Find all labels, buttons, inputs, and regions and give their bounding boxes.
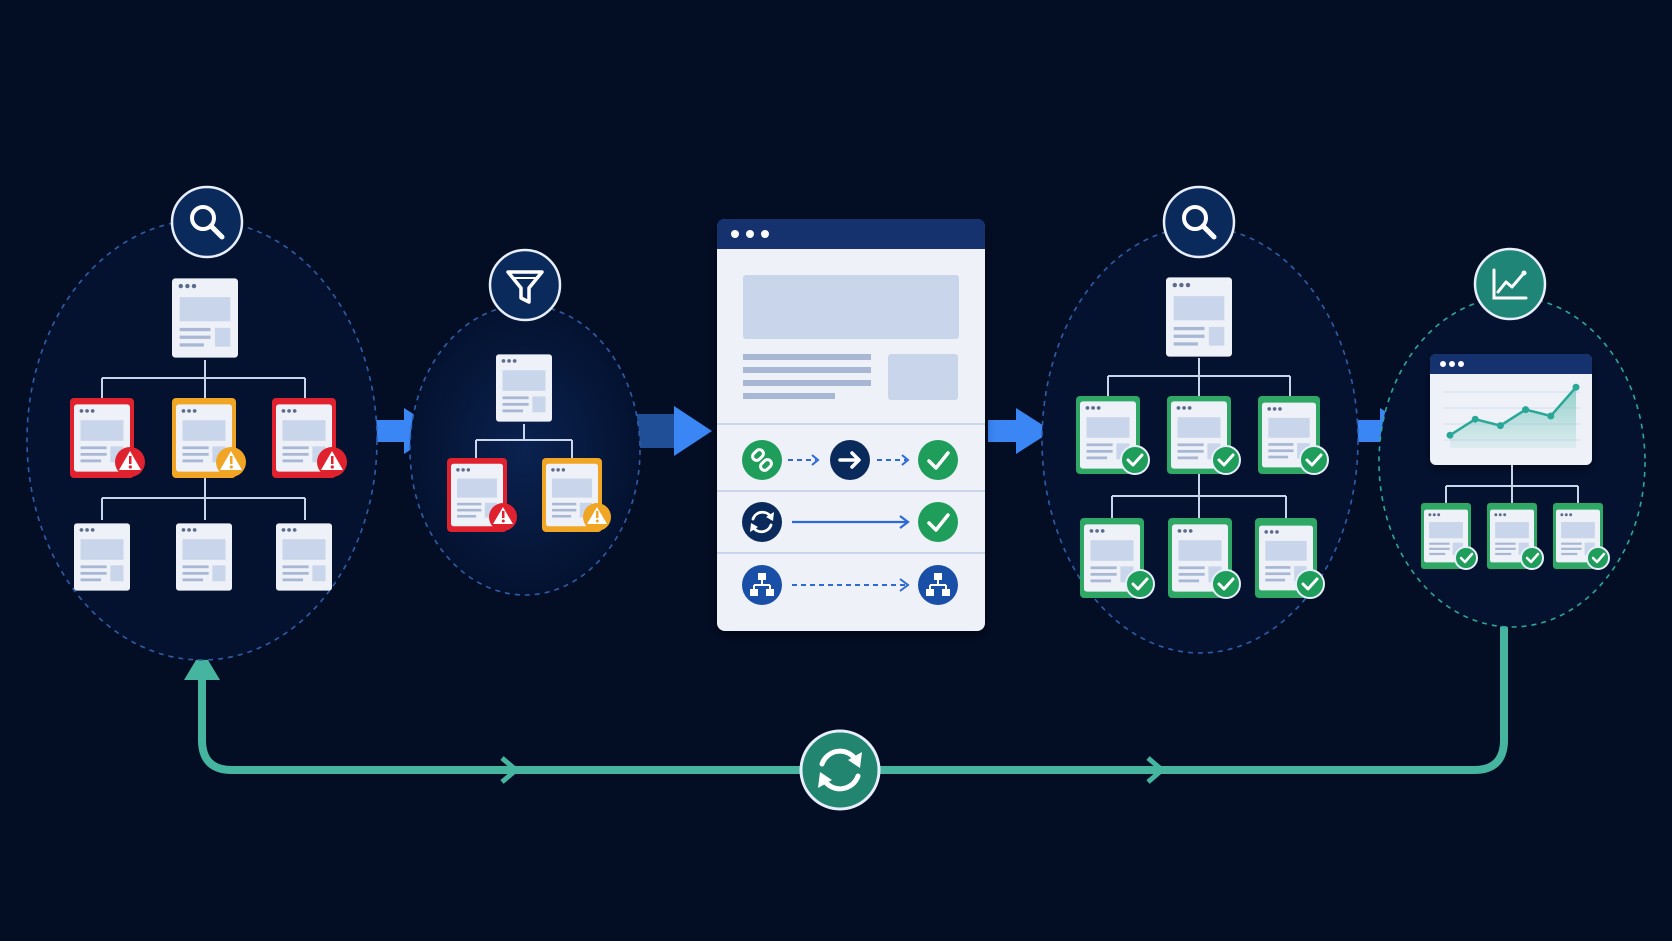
sitemap-icon <box>918 565 958 605</box>
chart-line <box>1449 386 1577 437</box>
feedback-loop <box>184 624 1508 811</box>
fix-row-link <box>742 440 958 480</box>
ok-check-icon <box>1520 546 1544 570</box>
image-placeholder <box>888 354 958 400</box>
ok-check-icon <box>1586 546 1610 570</box>
page <box>74 523 130 591</box>
loop-arrowhead-up <box>184 650 220 680</box>
ok-page <box>1255 518 1325 599</box>
check-icon <box>918 440 958 480</box>
page <box>176 523 232 591</box>
cycle-icon <box>799 729 881 811</box>
chart-point <box>1496 422 1504 430</box>
flow-arrow-2 <box>624 406 712 456</box>
chart-line-icon <box>1473 247 1547 321</box>
search-icon <box>1162 185 1236 259</box>
ok-page <box>1553 503 1610 570</box>
error-alert-icon <box>115 447 145 477</box>
chart-point <box>1446 431 1454 439</box>
ok-check-icon <box>1120 445 1150 475</box>
ok-page <box>1167 396 1241 475</box>
row-dividers <box>717 423 985 554</box>
warning-alert-icon <box>583 503 611 531</box>
ok-page <box>1076 396 1150 475</box>
text-placeholder <box>743 354 871 399</box>
page <box>276 523 332 591</box>
stage-filter <box>409 248 641 596</box>
warning-alert-icon <box>216 447 246 477</box>
chart-points <box>1446 383 1580 439</box>
error-alert-icon <box>317 447 347 477</box>
ok-check-icon <box>1299 445 1329 475</box>
loop-chevron-right <box>1146 756 1166 784</box>
ok-page <box>1258 396 1329 475</box>
ok-page <box>1487 503 1544 570</box>
loop-chevron-left <box>500 756 520 784</box>
stage-audit <box>26 185 378 661</box>
chart-point <box>1471 415 1479 423</box>
ok-check-icon <box>1211 445 1241 475</box>
error-page <box>447 458 517 532</box>
error-page <box>70 398 145 478</box>
tree-connectors <box>101 360 306 520</box>
refresh-icon <box>742 502 782 542</box>
fix-row-redirect <box>742 502 958 542</box>
ok-check-icon <box>1295 569 1325 599</box>
fix-row-sitemap <box>742 565 958 605</box>
sitemap-icon <box>742 565 782 605</box>
error-page <box>272 398 347 478</box>
stage-fix-panel <box>717 219 985 631</box>
filter-icon <box>488 248 562 322</box>
tree-connectors <box>475 424 573 458</box>
chart-point <box>1522 406 1530 414</box>
link-icon <box>742 440 782 480</box>
ok-page <box>1080 518 1155 599</box>
stage-monitor <box>1378 247 1646 628</box>
warning-page <box>172 398 246 478</box>
ok-page <box>1421 503 1478 570</box>
tree-connectors <box>1445 465 1579 503</box>
flow-arrow-3 <box>988 408 1052 454</box>
cluster-boundary <box>409 304 641 596</box>
root-page <box>1166 277 1232 357</box>
hero-placeholder <box>743 275 959 339</box>
tree-connectors <box>1107 358 1291 518</box>
stage-re-audit <box>1041 185 1359 654</box>
check-icon <box>918 502 958 542</box>
ok-check-icon <box>1125 569 1155 599</box>
warning-page <box>542 458 611 532</box>
chart-point <box>1572 383 1580 391</box>
error-alert-icon <box>489 503 517 531</box>
root-page <box>496 354 552 422</box>
ok-check-icon <box>1211 569 1241 599</box>
window-dots <box>731 230 769 238</box>
ok-check-icon <box>1454 546 1478 570</box>
window-dots <box>1440 361 1464 367</box>
search-icon <box>170 185 244 259</box>
root-page <box>172 278 238 358</box>
ok-page <box>1168 518 1241 599</box>
chart-point <box>1547 412 1555 420</box>
arrow-right-icon <box>830 440 870 480</box>
